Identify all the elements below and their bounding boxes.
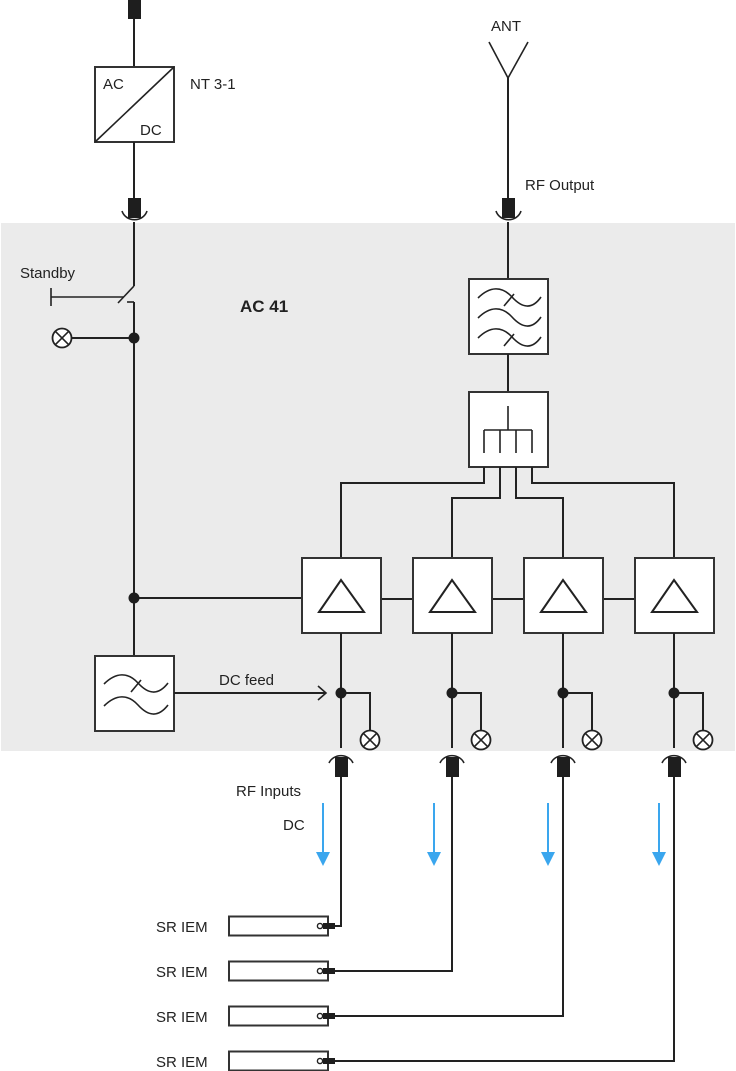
rf-input-socket-icon[interactable] xyxy=(550,754,576,777)
rf-input-socket-icon[interactable] xyxy=(661,754,687,777)
power-supply-name: NT 3-1 xyxy=(190,76,236,93)
amplifier-triangle-icon xyxy=(539,578,588,613)
receiver-antenna-jack-icon[interactable] xyxy=(316,1057,335,1065)
enclosure-label: AC 41 xyxy=(240,297,288,316)
junction-dot xyxy=(128,332,140,344)
power-indicator-lamp-icon xyxy=(51,327,73,349)
mains-plug-icon xyxy=(128,0,141,19)
receiver-sr-iem-4: SR IEM xyxy=(156,1050,335,1071)
junction-dot xyxy=(128,592,140,604)
antenna-label: ANT xyxy=(491,18,521,35)
rf-output-plug-icon xyxy=(495,198,522,221)
channel-indicator-lamp-icon xyxy=(470,729,492,751)
output-channel-1 xyxy=(316,633,381,927)
splitter-icon xyxy=(468,391,549,468)
dc-arrow-down-icon xyxy=(316,803,330,866)
amplifier-4 xyxy=(634,557,715,634)
receiver-label: SR IEM xyxy=(156,1009,208,1026)
receiver-antenna-jack-icon[interactable] xyxy=(316,922,335,930)
amplifier-3 xyxy=(523,557,604,634)
output-channel-3 xyxy=(334,633,603,1017)
dc-arrow-down-icon xyxy=(541,803,555,866)
channel-indicator-lamp-icon xyxy=(359,729,381,751)
rf-input-socket-icon[interactable] xyxy=(439,754,465,777)
junction-dot xyxy=(335,687,347,699)
receiver-label: SR IEM xyxy=(156,1054,208,1071)
standby-switch-icon[interactable] xyxy=(50,285,135,306)
antenna-icon xyxy=(488,41,529,79)
standby-label: Standby xyxy=(20,265,76,282)
channel-indicator-lamp-icon xyxy=(692,729,714,751)
rf-output-label: RF Output xyxy=(525,177,595,194)
receiver-sr-iem-1: SR IEM xyxy=(156,915,335,937)
dc-feed-arrow-icon xyxy=(317,685,328,701)
output-channel-2 xyxy=(334,633,492,972)
dc-arrow-down-icon xyxy=(427,803,441,866)
dc-filter-icon xyxy=(94,655,175,732)
dc-input-plug-icon xyxy=(121,198,148,221)
junction-dot xyxy=(557,687,569,699)
dc-label: DC xyxy=(283,817,305,834)
receiver-sr-iem-3: SR IEM xyxy=(156,1005,335,1027)
junction-dot xyxy=(668,687,680,699)
output-channel-4 xyxy=(334,633,714,1062)
receiver-antenna-jack-icon[interactable] xyxy=(316,1012,335,1020)
rf-input-socket-icon[interactable] xyxy=(328,754,354,777)
junction-dot xyxy=(446,687,458,699)
receiver-label: SR IEM xyxy=(156,919,208,936)
ac-dc-converter-icon xyxy=(94,66,175,143)
dc-arrow-down-icon xyxy=(652,803,666,866)
receiver-antenna-jack-icon[interactable] xyxy=(316,967,335,975)
bandpass-filter-icon xyxy=(468,278,549,355)
receiver-sr-iem-2: SR IEM xyxy=(156,960,335,982)
amplifier-triangle-icon xyxy=(650,578,699,613)
amplifier-triangle-icon xyxy=(428,578,477,613)
converter-input-label: AC xyxy=(103,76,124,93)
amplifier-1 xyxy=(301,557,382,634)
rf-inputs-label: RF Inputs xyxy=(236,783,301,800)
amplifier-2 xyxy=(412,557,493,634)
receiver-label: SR IEM xyxy=(156,964,208,981)
amplifier-triangle-icon xyxy=(317,578,366,613)
channel-indicator-lamp-icon xyxy=(581,729,603,751)
dc-feed-label: DC feed xyxy=(219,672,274,689)
converter-output-label: DC xyxy=(140,122,162,139)
